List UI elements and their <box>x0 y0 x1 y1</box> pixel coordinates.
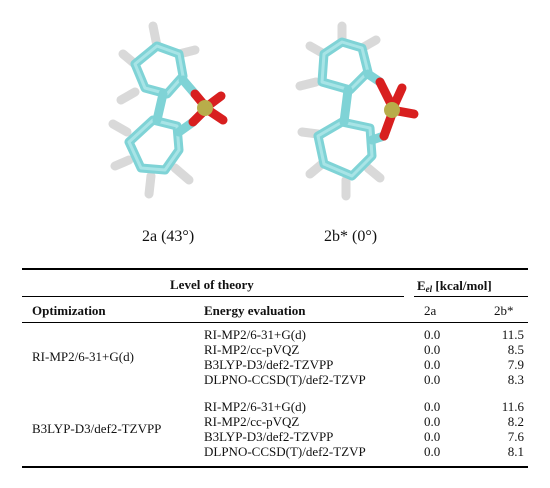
table-row-method: RI-MP2/cc-pVQZ <box>204 342 300 357</box>
header-level-of-theory: Level of theory <box>170 277 254 292</box>
header-energy-suffix: [kcal/mol] <box>432 278 492 293</box>
table-row-method: RI-MP2/6-31+G(d) <box>204 399 306 414</box>
header-energy-sub: el <box>425 284 433 294</box>
table-row-value-2a: 0.0 <box>424 429 441 444</box>
table-row-value-2b: 7.6 <box>507 429 524 444</box>
molecule-2b-structure <box>295 21 419 201</box>
header-col-2a: 2a <box>424 303 437 318</box>
table-row-value-2a: 0.0 <box>424 342 441 357</box>
molecule-figure: 2a (43°) <box>108 21 419 245</box>
header-col-2b: 2b* <box>494 303 514 318</box>
molecule-2a-caption: 2a (43°) <box>142 228 195 245</box>
table-header-rule <box>22 322 528 323</box>
table-row-value-2b: 11.5 <box>501 327 524 342</box>
table-row-method: B3LYP-D3/def2-TZVPP <box>204 357 334 372</box>
table-bottom-rule <box>22 466 528 468</box>
table-top-rule <box>22 268 528 270</box>
table-row-value-2a: 0.0 <box>424 372 441 387</box>
header-energy-evaluation: Energy evaluation <box>204 303 306 318</box>
table-row-method: DLPNO-CCSD(T)/def2-TZVP <box>204 372 366 387</box>
table-row-value-2b: 8.5 <box>507 342 524 357</box>
table-row-method: RI-MP2/6-31+G(d) <box>204 327 306 342</box>
group-2-optimization: B3LYP-D3/def2-TZVPP <box>32 421 162 436</box>
table-row-value-2a: 0.0 <box>424 357 441 372</box>
table-row-method: RI-MP2/cc-pVQZ <box>204 414 300 429</box>
table-row-value-2a: 0.0 <box>424 327 441 342</box>
table-row-value-2b: 8.3 <box>507 372 524 387</box>
molecule-2b-caption: 2b* (0°) <box>324 228 378 245</box>
energy-table: Level of theory Eel [kcal/mol] Optimizat… <box>22 268 528 484</box>
table-row-value-2b: 8.2 <box>507 414 524 429</box>
table-row-value-2b: 7.9 <box>507 357 524 372</box>
header-energy: Eel [kcal/mol] <box>417 278 492 294</box>
group-1-optimization: RI-MP2/6-31+G(d) <box>32 349 134 364</box>
table-row-value-2b: 8.1 <box>507 444 524 459</box>
table-row-method: B3LYP-D3/def2-TZVPP <box>204 429 334 444</box>
table-row-method: DLPNO-CCSD(T)/def2-TZVP <box>204 444 366 459</box>
table-row-value-2a: 0.0 <box>424 444 441 459</box>
table-mid-rule-right <box>414 296 528 297</box>
molecule-2a-structure <box>108 21 228 199</box>
header-energy-prefix: E <box>417 278 426 293</box>
table-mid-rule-left <box>22 296 404 297</box>
header-optimization: Optimization <box>32 303 106 318</box>
table-row-value-2a: 0.0 <box>424 414 441 429</box>
table-row-value-2a: 0.0 <box>424 399 441 414</box>
table-row-value-2b: 11.6 <box>501 399 524 414</box>
